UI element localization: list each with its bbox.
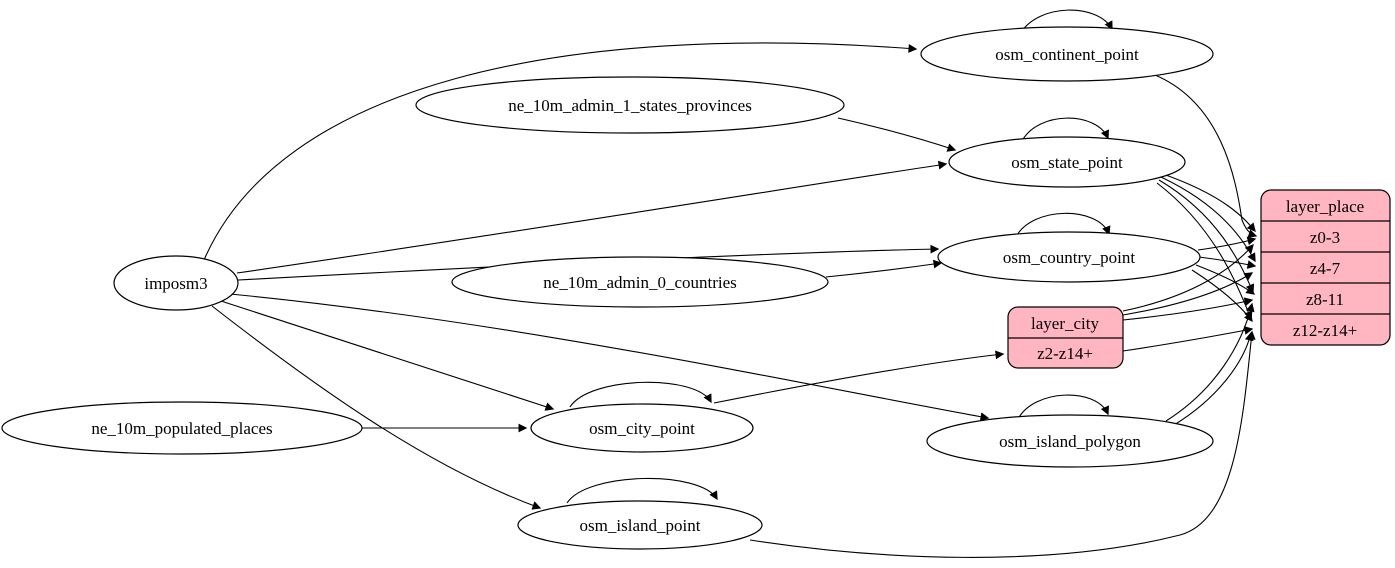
edge-osm_island_point-layer_place-z12-z14 <box>749 330 1256 558</box>
edge-osm_island_polygon-layer_place-z8-11 <box>1165 302 1255 422</box>
self-loop-osm_continent_point <box>1019 9 1113 35</box>
node-osm_continent_point: osm_continent_point <box>920 26 1214 82</box>
layer_city-row-z2-z14: z2-z14+ <box>1037 344 1093 363</box>
edge-ne_10m_admin_1_states_provinces-osm_state_point <box>837 117 957 152</box>
node-layer: imposm3 ne_10m_admin_1_states_provinces … <box>1 26 1391 550</box>
layer_place-title: layer_place <box>1286 197 1364 216</box>
osm_city_point-ellipse <box>530 403 754 453</box>
ne_10m_admin_1_states_provinces-ellipse <box>415 76 845 134</box>
layer_city-title: layer_city <box>1031 314 1099 333</box>
osm_continent_point-label: osm_continent_point <box>995 45 1139 64</box>
self-loop-osm_island_polygon <box>1017 394 1109 420</box>
edge-layer <box>203 9 1258 558</box>
layer_place-row-z4-7: z4-7 <box>1310 259 1341 278</box>
layer_place-row-z12-z14: z12-z14+ <box>1293 321 1357 340</box>
edge-osm_country_point-layer_place-z4-7 <box>1198 256 1257 269</box>
edge-imposm3-osm_island_point <box>211 305 542 510</box>
edge-imposm3-osm_continent_point <box>203 42 918 261</box>
edge-layer_city-layer_place-z12-z14 <box>1122 326 1254 352</box>
edge-osm_city_point-layer_city-z2-z14 <box>713 350 1005 404</box>
node-layer_place: layer_place z0-3 z4-7 z8-11 z12-z14+ <box>1260 189 1391 346</box>
self-loop-osm_island_point <box>566 477 718 504</box>
imposm3-ellipse <box>113 255 239 311</box>
node-osm_island_point: osm_island_point <box>517 500 763 550</box>
osm_city_point-label: osm_city_point <box>589 419 695 438</box>
edge-layer_city-layer_place-z8-11 <box>1122 297 1254 321</box>
self-loop-osm_state_point <box>1021 117 1109 142</box>
edge-osm_country_point-layer_place-z8-11 <box>1195 264 1256 295</box>
self-loop-osm_city_point <box>569 381 712 408</box>
node-ne_10m_admin_1_states_provinces: ne_10m_admin_1_states_provinces <box>415 76 845 134</box>
edge-osm_state_point-layer_place-z8-11 <box>1158 179 1255 294</box>
osm_country_point-ellipse <box>937 231 1201 283</box>
edge-osm_country_point-layer_place-z0-3 <box>1197 236 1257 251</box>
self-loop-osm_country_point <box>1015 212 1111 238</box>
osm_island_point-ellipse <box>517 500 763 550</box>
layer_place-row-z8-11: z8-11 <box>1306 290 1344 309</box>
edge-ne_10m_admin_0_countries-osm_country_point <box>825 259 943 278</box>
osm_island_polygon-ellipse <box>926 414 1214 468</box>
node-layer_city: layer_city z2-z14+ <box>1007 306 1124 369</box>
ne_10m_admin_0_countries-label: ne_10m_admin_0_countries <box>543 273 737 292</box>
edge-layer_city-layer_place-z0-3 <box>1122 244 1254 312</box>
osm_state_point-ellipse <box>948 136 1186 188</box>
osm_state_point-label: osm_state_point <box>1011 153 1123 172</box>
edge-imposm3-osm_island_polygon <box>229 293 990 422</box>
edge-osm_island_polygon-layer_place-z12-z14 <box>1173 331 1254 426</box>
node-ne_10m_populated_places: ne_10m_populated_places <box>1 401 363 455</box>
edge-imposm3-osm_state_point <box>236 160 948 274</box>
osm_island_polygon-label: osm_island_polygon <box>999 432 1141 451</box>
ne_10m_admin_1_states_provinces-label: ne_10m_admin_1_states_provinces <box>508 96 752 115</box>
edge-osm_state_point-layer_place-z0-3 <box>1162 173 1256 233</box>
node-osm_country_point: osm_country_point <box>937 231 1201 283</box>
osm_island_point-label: osm_island_point <box>580 516 701 535</box>
edge-imposm3-osm_city_point <box>220 300 555 411</box>
ne_10m_admin_0_countries-ellipse <box>451 256 829 308</box>
edge-layer_city-layer_place-z4-7 <box>1122 272 1254 316</box>
osm_country_point-label: osm_country_point <box>1003 248 1135 267</box>
layer_place-row-z0-3: z0-3 <box>1310 228 1340 247</box>
layer_place-box <box>1260 189 1391 346</box>
node-imposm3: imposm3 <box>113 255 239 311</box>
ne_10m_populated_places-ellipse <box>1 401 363 455</box>
osm_continent_point-ellipse <box>920 26 1214 82</box>
node-ne_10m_admin_0_countries: ne_10m_admin_0_countries <box>451 256 829 308</box>
node-osm_state_point: osm_state_point <box>948 136 1186 188</box>
ne_10m_populated_places-label: ne_10m_populated_places <box>91 419 272 438</box>
imposm3-label: imposm3 <box>144 274 207 293</box>
node-osm_city_point: osm_city_point <box>530 403 754 453</box>
node-osm_island_polygon: osm_island_polygon <box>926 414 1214 468</box>
